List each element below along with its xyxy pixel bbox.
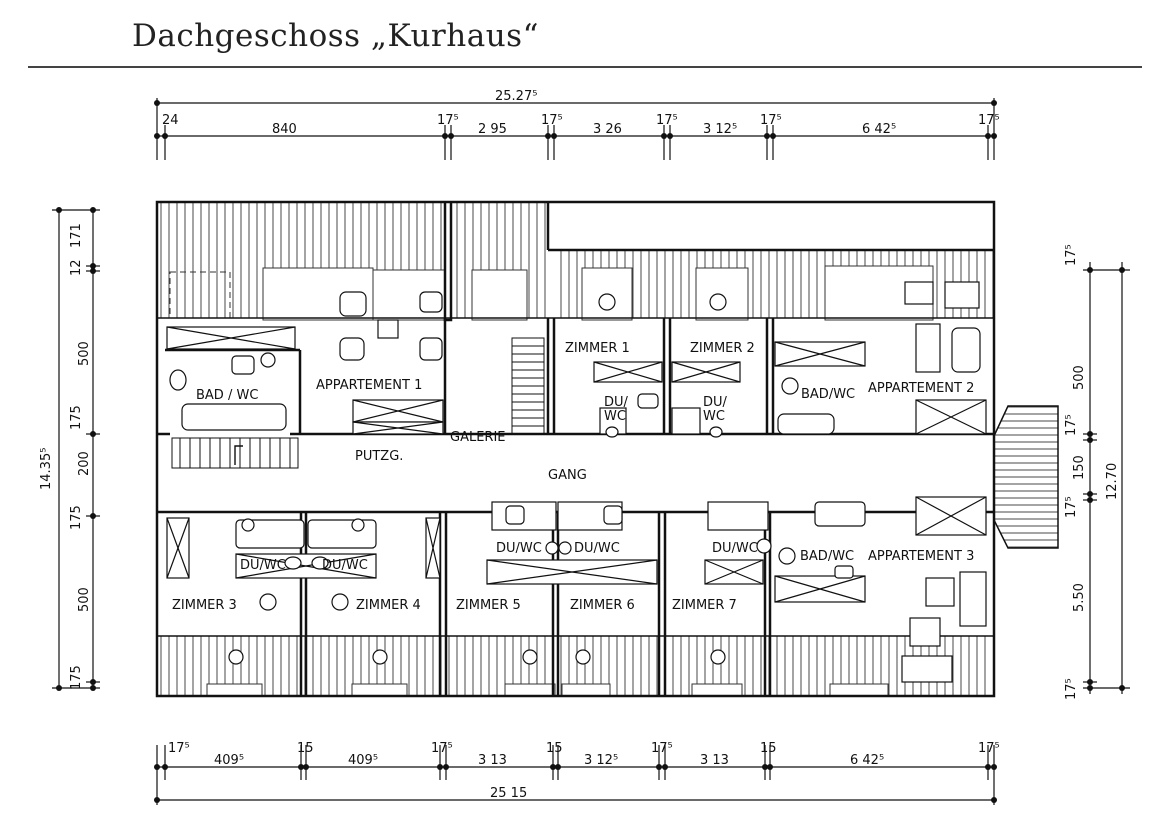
room-label-du-wc-d: DU/WC <box>574 541 620 556</box>
dormer-right <box>993 405 1059 549</box>
room-label-appartement-2: APPARTEMENT 2 <box>868 381 974 396</box>
room-label-zimmer-5: ZIMMER 5 <box>456 598 521 613</box>
dim-left-seg: 500 <box>77 587 92 612</box>
staircase-galerie <box>511 337 545 435</box>
dim-bottom-seg: 17⁵ <box>651 741 673 756</box>
dim-bottom-seg: 15 <box>297 741 314 756</box>
dim-left-seg: 175 <box>69 665 84 690</box>
dim-bottom-seg: 15 <box>760 741 777 756</box>
cabinets <box>166 326 987 603</box>
dim-bottom-total: 25 15 <box>490 786 527 801</box>
room-label-du-wc-z2: DU/WC <box>703 395 728 424</box>
room-label-du-wc-b: DU/WC <box>322 558 368 573</box>
dim-top-seg: 17⁵ <box>437 113 459 128</box>
dim-top-seg: 17⁵ <box>978 113 1000 128</box>
dim-left-seg: 500 <box>77 341 92 366</box>
title-divider <box>28 66 1142 68</box>
room-label-bad-wc-2: BAD/WC <box>801 387 855 402</box>
room-label-galerie: GALERIE <box>450 430 506 445</box>
dim-left-seg: 175 <box>69 405 84 430</box>
room-label-zimmer-2: ZIMMER 2 <box>690 341 755 356</box>
page-title: Dachgeschoss „Kurhaus“ <box>132 18 539 54</box>
dim-right-seg: 17⁵ <box>1064 414 1079 436</box>
room-label-bad-wc-3: BAD/WC <box>800 549 854 564</box>
dim-bottom-seg: 409⁵ <box>348 753 378 768</box>
dimension-left <box>52 209 100 689</box>
dim-top-seg: 17⁵ <box>760 113 782 128</box>
dim-right-total: 12.70 <box>1105 463 1120 500</box>
room-label-zimmer-1: ZIMMER 1 <box>565 341 630 356</box>
room-label-zimmer-6: ZIMMER 6 <box>570 598 635 613</box>
dim-top-seg: 3 26 <box>593 122 622 137</box>
room-label-du-wc-z1: DU/WC <box>604 395 629 424</box>
room-label-zimmer-3: ZIMMER 3 <box>172 598 237 613</box>
dim-right-seg: 17⁵ <box>1064 244 1079 266</box>
dim-left-seg: 12 <box>69 259 84 276</box>
dim-top-seg: 17⁵ <box>656 113 678 128</box>
dim-left-seg: 200 <box>77 451 92 476</box>
dim-bottom-seg: 15 <box>546 741 563 756</box>
dim-bottom-seg: 17⁵ <box>168 741 190 756</box>
dim-bottom-seg: 17⁵ <box>978 741 1000 756</box>
sanitary-fixtures <box>169 281 987 683</box>
dim-right-seg: 5.50 <box>1072 583 1087 612</box>
dim-bottom-seg: 3 13 <box>478 753 507 768</box>
room-labels: BAD / WC APPARTEMENT 1 PUTZG. GALERIE ZI… <box>172 341 974 613</box>
room-label-appartement-3: APPARTEMENT 3 <box>868 549 974 564</box>
dim-left-total: 14.35⁵ <box>39 448 54 490</box>
room-label-putzg: PUTZG. <box>355 449 403 464</box>
dim-top-seg: 840 <box>272 122 297 137</box>
dim-bottom-seg: 6 42⁵ <box>850 753 884 768</box>
dim-top-seg: 17⁵ <box>541 113 563 128</box>
dim-bottom-seg: 409⁵ <box>214 753 244 768</box>
dim-left-seg: 171 <box>69 223 84 248</box>
room-label-appartement-1: APPARTEMENT 1 <box>316 378 422 393</box>
dim-top-seg: 24 <box>162 113 179 128</box>
dim-bottom-seg: 3 12⁵ <box>584 753 618 768</box>
dim-left-seg: 175 <box>69 505 84 530</box>
room-label-gang: GANG <box>548 468 587 483</box>
room-label-zimmer-7: ZIMMER 7 <box>672 598 737 613</box>
dim-right-seg: 17⁵ <box>1064 678 1079 700</box>
room-label-du-wc-a: DU/WC <box>240 558 286 573</box>
dimension-bottom <box>156 745 995 805</box>
dim-bottom-seg: 3 13 <box>700 753 729 768</box>
dim-right-seg: 500 <box>1072 365 1087 390</box>
room-label-bad-wc-1: BAD / WC <box>196 388 258 403</box>
room-label-du-wc-e: DU/WC <box>712 541 758 556</box>
dim-right-seg: 150 <box>1072 455 1087 480</box>
staircase-left <box>171 437 299 469</box>
dim-top-total: 25.27⁵ <box>495 89 537 104</box>
dim-bottom-seg: 17⁵ <box>431 741 453 756</box>
room-label-zimmer-4: ZIMMER 4 <box>356 598 421 613</box>
dim-top-seg: 6 42⁵ <box>862 122 896 137</box>
dim-top-seg: 2 95 <box>478 122 507 137</box>
dim-right-seg: 17⁵ <box>1064 496 1079 518</box>
dimension-top <box>156 98 995 160</box>
dim-top-seg: 3 12⁵ <box>703 122 737 137</box>
room-label-du-wc-c: DU/WC <box>496 541 542 556</box>
